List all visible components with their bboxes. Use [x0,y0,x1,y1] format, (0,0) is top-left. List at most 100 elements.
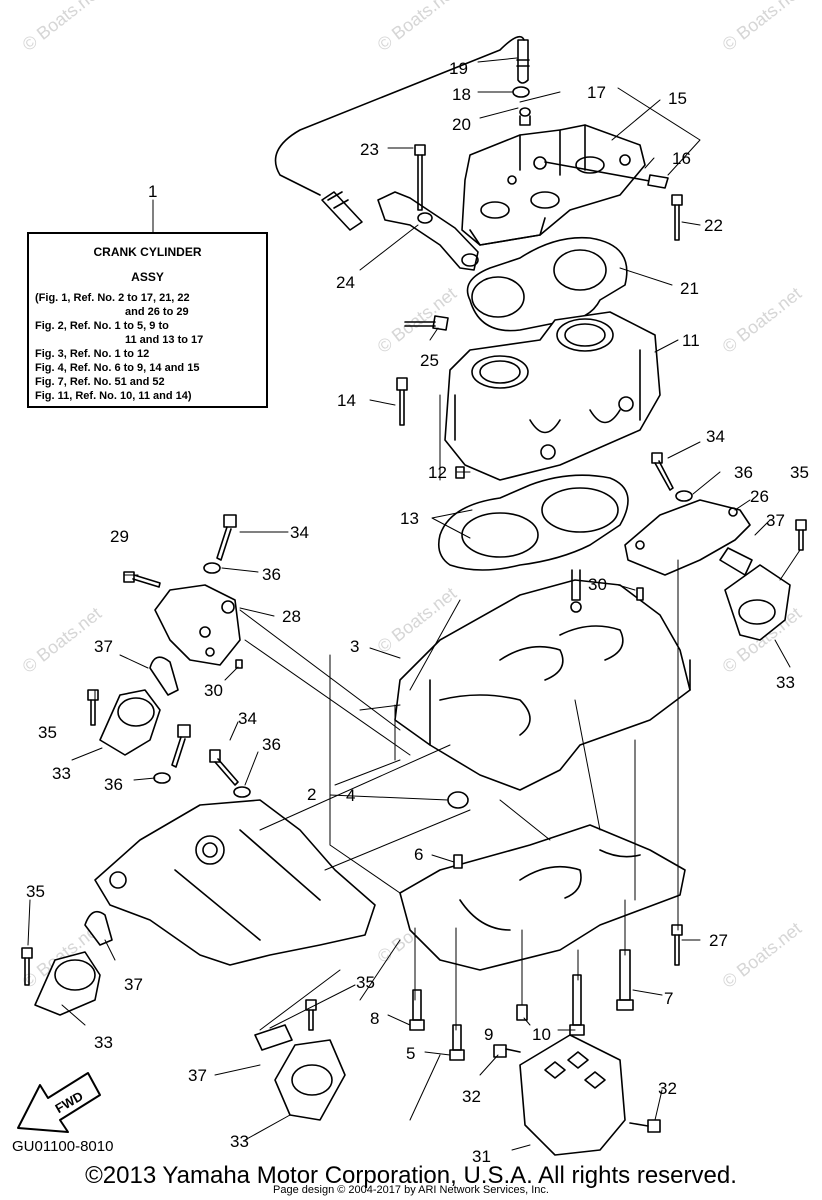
bolt [21,947,33,986]
crankshaft-bearing [447,791,469,809]
callout-35: 35 [790,463,809,482]
base-gasket [437,474,629,571]
reference-line: 11 and 13 to 17 [125,334,204,346]
bolt [123,571,161,588]
electrical-box [519,1034,626,1156]
bolt [671,924,683,966]
reference-title: CRANK CYLINDER [93,245,202,259]
callout-24: 24 [336,273,355,292]
crankcase-lower [399,824,686,971]
hose-clamp [512,86,531,126]
callout-21: 21 [680,279,699,298]
copyright-notice: ©2013 Yamaha Motor Corporation, U.S.A. A… [85,1162,737,1189]
design-credit: Page design © 2004-2017 by ARI Network S… [273,1184,549,1196]
callout-30: 30 [588,575,607,594]
callout-34: 34 [290,523,309,542]
callout-33: 33 [52,764,71,783]
callout-26: 26 [750,487,769,506]
dowel-pin [453,854,463,869]
callout-14: 14 [337,391,356,410]
callout-10: 10 [532,1025,551,1044]
callout-12: 12 [428,463,447,482]
bolt [616,949,634,1011]
head-gasket [466,236,628,332]
engine-mount-plate [94,799,376,966]
washer [203,562,221,574]
callout-20: 20 [452,115,471,134]
washer [675,490,693,502]
dowel-pin [235,659,243,669]
bolt [216,514,237,561]
crankcase-upper [394,569,691,791]
bolt [209,749,239,786]
rubber-mount [274,1039,346,1121]
bolt [671,194,683,241]
bolt [171,724,191,768]
mount-bracket [154,584,241,666]
callout-1: 1 [148,182,157,201]
callout-34: 34 [238,709,257,728]
bolt [516,1004,528,1021]
engine-bracket [377,191,479,271]
reference-subtitle: ASSY [131,270,164,284]
callout-37: 37 [94,637,113,656]
bolt [629,1119,661,1133]
reference-line: Fig. 3, Ref. No. 1 to 12 [35,348,150,360]
cylinder-block [444,311,661,481]
callout-34: 34 [706,427,725,446]
bolt [305,999,317,1031]
washer [153,772,171,784]
callout-4: 4 [346,786,355,805]
cylinder-head [461,124,646,246]
callout-27: 27 [709,931,728,950]
callout-29: 29 [110,527,129,546]
callout-16: 16 [672,149,691,168]
gasket [254,1024,293,1051]
reference-line: (Fig. 1, Ref. No. 2 to 17, 21, 22 [35,292,190,304]
callout-11: 11 [682,331,700,350]
reference-box: CRANK CYLINDER ASSY (Fig. 1, Ref. No. 2 … [27,232,268,408]
bolt [493,1044,521,1058]
callout-37: 37 [766,511,785,530]
callout-13: 13 [400,509,419,528]
callout-30: 30 [204,681,223,700]
rubber-mount [99,689,161,756]
reference-line: Fig. 2, Ref. No. 1 to 5, 9 to [35,320,169,332]
reference-line: and 26 to 29 [125,306,189,318]
callout-25: 25 [420,351,439,370]
callout-32: 32 [658,1079,677,1098]
bolt [396,377,408,426]
reference-line: Fig. 7, Ref. No. 51 and 52 [35,376,165,388]
bolt [651,452,674,491]
callout-37: 37 [124,975,143,994]
temperature-sensor [544,161,669,189]
callout-31: 31 [472,1147,491,1166]
dowel-pin [636,587,644,601]
callout-3: 3 [350,637,359,656]
callout-36: 36 [104,775,123,794]
callout-6: 6 [414,845,423,864]
callout-17: 17 [587,83,606,102]
diagram-code: GU01100-8010 [12,1138,114,1155]
callout-9: 9 [484,1025,493,1044]
callout-2: 2 [307,785,316,804]
callout-33: 33 [94,1033,113,1052]
rubber-mount [719,547,791,641]
callout-8: 8 [370,1009,379,1028]
fwd-arrow-icon [17,1072,101,1133]
bolt [569,974,585,1036]
callout-33: 33 [230,1132,249,1151]
bolt [449,1024,465,1061]
reference-line: Fig. 4, Ref. No. 6 to 9, 14 and 15 [35,362,200,374]
callout-23: 23 [360,140,379,159]
callout-19: 19 [449,59,468,78]
callout-37: 37 [188,1066,207,1085]
callout-36: 36 [734,463,753,482]
bolt [87,689,99,726]
washer [233,786,251,798]
water-hose [274,35,530,231]
callout-35: 35 [356,973,375,992]
reference-line: Fig. 11, Ref. No. 10, 11 and 14) [35,390,192,402]
callout-22: 22 [704,216,723,235]
rubber-mount [34,951,101,1016]
